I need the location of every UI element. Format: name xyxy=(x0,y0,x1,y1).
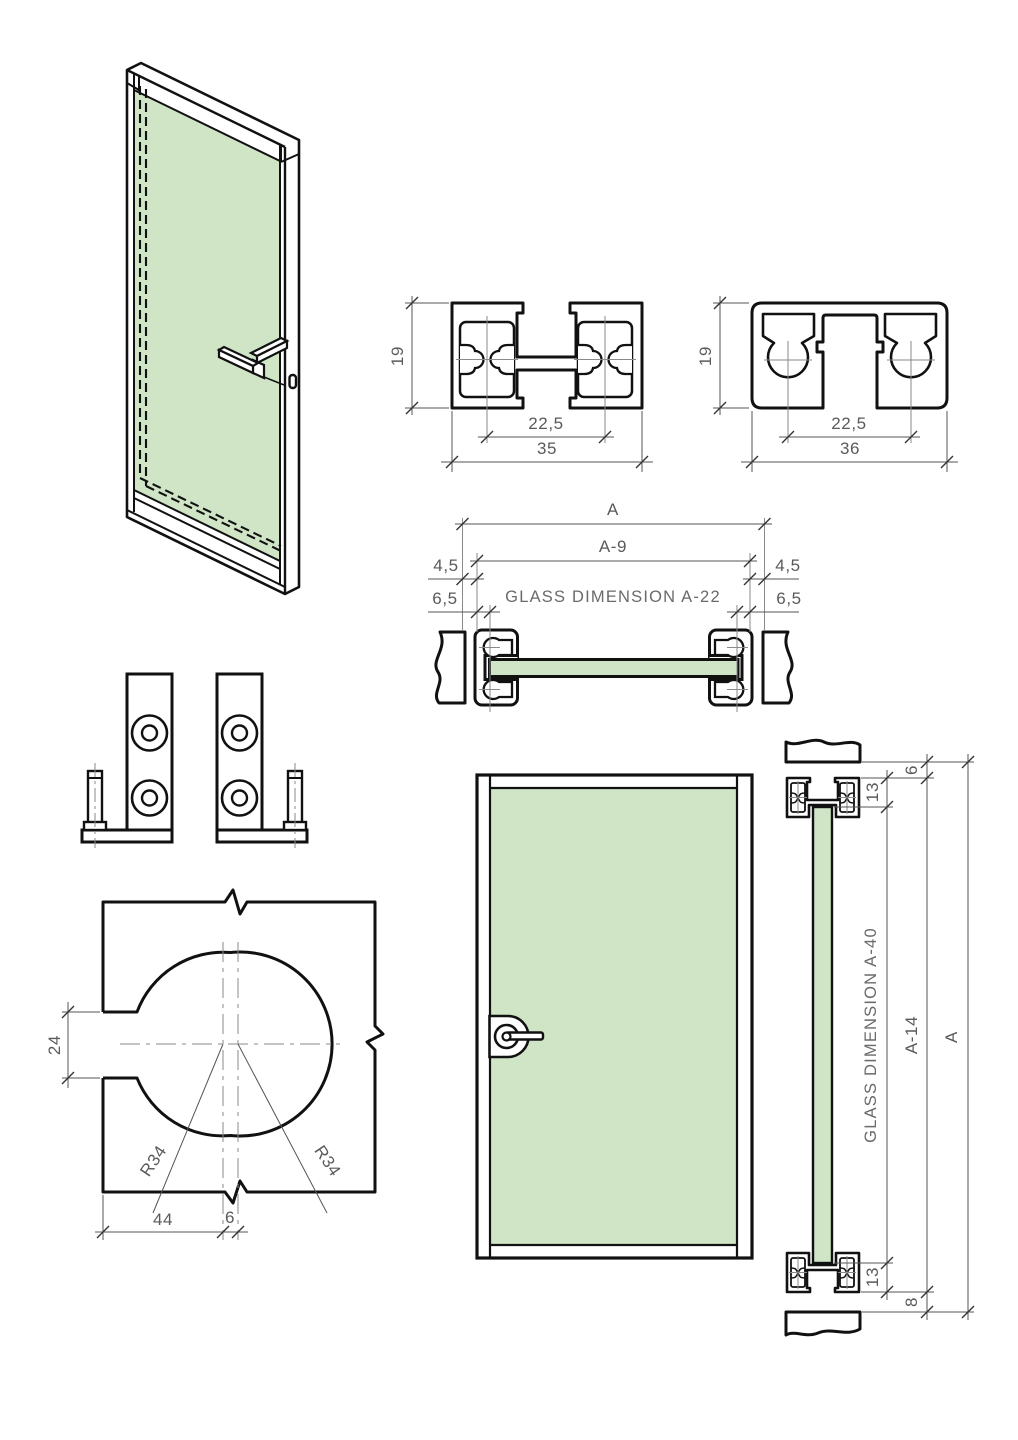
dim-label-overlap-top: 13 xyxy=(863,782,882,802)
wall-break-right xyxy=(761,630,794,705)
door-frame-front xyxy=(475,773,754,1260)
hole-cutout xyxy=(103,950,334,1138)
dim-label-gap-left: 4,5 xyxy=(433,556,458,575)
u-profile-section: 19 22,5 36 xyxy=(696,296,958,472)
vertical-section: 6 13 GLASS DIMENSION A-40 13 8 A-14 A xyxy=(784,738,975,1337)
dim-label-gap-right: 4,5 xyxy=(775,556,800,575)
wall-break-top xyxy=(784,738,862,764)
dim-label-h-width: 35 xyxy=(537,439,557,458)
bolt-hole xyxy=(220,779,259,817)
glass-pane-section xyxy=(488,658,740,678)
dim-label-gap-bottom: 8 xyxy=(902,1297,921,1307)
dim-label-slot-height: 24 xyxy=(45,1035,64,1055)
frame-inner-lines xyxy=(126,73,300,588)
dim-label-u-height: 19 xyxy=(696,346,715,366)
glass-dimension-note-h: GLASS DIMENSION A-22 xyxy=(505,588,721,606)
dim-label-u-spacing: 22,5 xyxy=(831,414,867,433)
dim-label-h-spacing: 22,5 xyxy=(528,414,564,433)
glass-dimension-note-v: GLASS DIMENSION A-40 xyxy=(862,927,880,1143)
handle-spindle xyxy=(501,1031,512,1042)
dim-label-inset-right: 6,5 xyxy=(776,589,801,608)
door-glass-iso xyxy=(133,88,281,563)
hole-centerlines xyxy=(120,942,340,1240)
keyhole-cavity xyxy=(761,312,816,379)
front-view xyxy=(475,773,754,1260)
isometric-door-view xyxy=(125,61,301,596)
handle-hole-detail: 24 R34 R34 44 6 xyxy=(45,888,385,1240)
u-profile-outline xyxy=(750,301,949,410)
dim-label-inset-left: 6,5 xyxy=(432,589,457,608)
bolt-hole xyxy=(130,714,169,752)
dim-label-offset: 44 xyxy=(153,1210,173,1229)
h-profile-outline xyxy=(450,301,644,410)
bolt-hole xyxy=(220,714,259,752)
dim-label-leaf-height: A-14 xyxy=(902,1016,921,1054)
keyhole-cavity xyxy=(883,312,938,379)
dim-label-overlap-bottom: 13 xyxy=(863,1267,882,1287)
h-profile-section: 19 22,5 35 xyxy=(388,296,653,472)
dim-label-total-height: A xyxy=(942,1031,961,1043)
dim-label-u-width: 36 xyxy=(840,439,860,458)
bracket-left xyxy=(80,672,174,848)
dim-label-radius-left: R34 xyxy=(136,1142,170,1180)
door-handle-front xyxy=(488,1014,545,1059)
hidden-glass-edge-dashed xyxy=(138,86,282,552)
bolt-hole xyxy=(130,779,169,817)
dim-label-total-width: A xyxy=(607,500,619,519)
lock-slot xyxy=(288,373,298,390)
dim-label-radius-right: R34 xyxy=(310,1142,344,1180)
horizontal-section: A A-9 4,5 4,5 6,5 6,5 GLASS DIMENSION A-… xyxy=(428,500,801,712)
dim-label-leaf-width: A-9 xyxy=(599,537,627,556)
dim-label-h-height: 19 xyxy=(388,346,407,366)
glass-pane-vertical xyxy=(811,805,834,1265)
plate-edges xyxy=(101,888,385,1205)
door-handle-iso xyxy=(216,336,290,386)
door-front-edges xyxy=(126,68,287,594)
radius-leaders xyxy=(152,1043,328,1214)
dim-label-spacing: 6 xyxy=(225,1208,235,1227)
wall-break-left xyxy=(434,630,467,705)
door-glass-front xyxy=(490,788,737,1245)
bracket-views xyxy=(80,672,309,848)
wall-break-bottom xyxy=(784,1310,862,1337)
bracket-right xyxy=(215,672,309,848)
dim-label-gap-top: 6 xyxy=(902,765,921,775)
